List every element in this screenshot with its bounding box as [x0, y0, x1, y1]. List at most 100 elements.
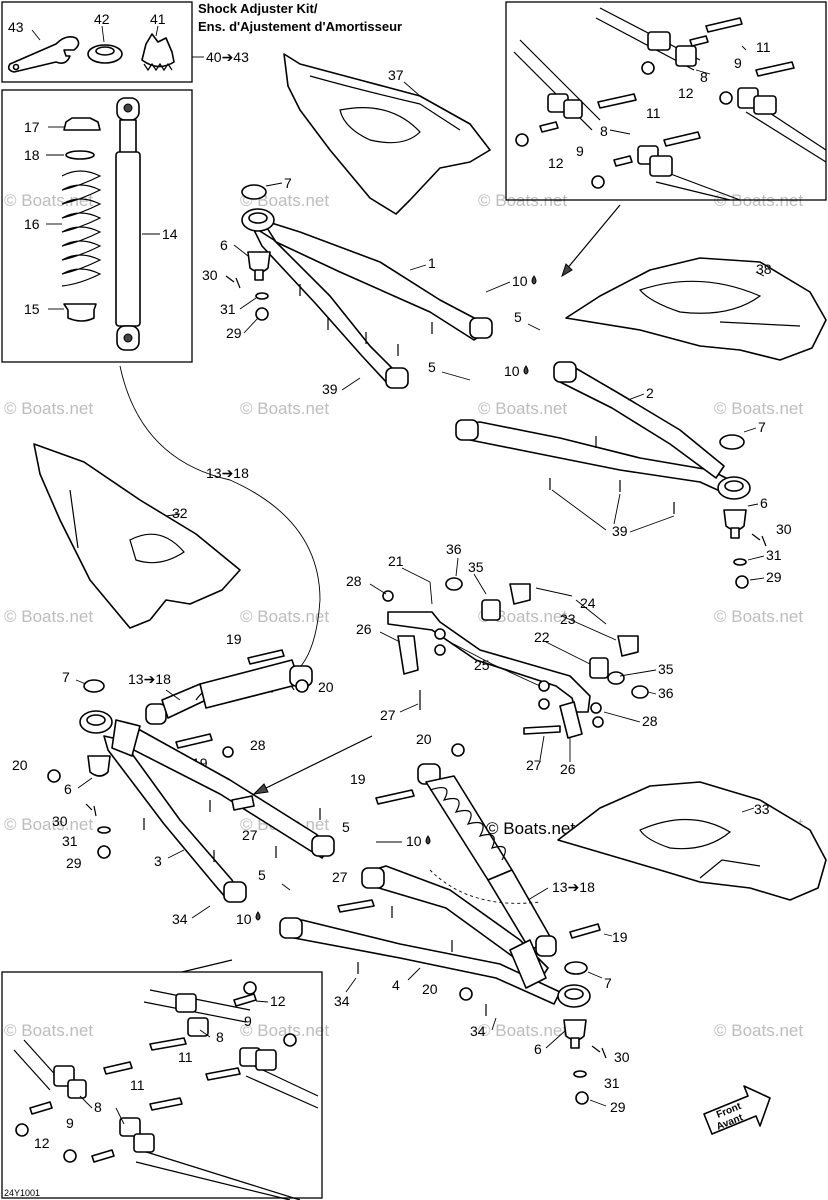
- cotter-pin: [225, 275, 241, 289]
- leader: [167, 849, 185, 859]
- arm-bushing: [133, 1133, 155, 1153]
- callout-18: 18: [24, 147, 40, 163]
- nut-12: [515, 133, 529, 147]
- arm-tube-rear: [555, 365, 725, 479]
- shock-eye: [535, 935, 557, 957]
- callout-36: 36: [446, 541, 462, 557]
- arm-bushing-end: [469, 317, 493, 339]
- leader: [589, 1099, 607, 1107]
- watermark: © Boats.net: [240, 399, 329, 418]
- kit-range-callout: 40➔43: [206, 49, 249, 65]
- protector-detail: [309, 75, 461, 144]
- callout-31: 31: [766, 547, 782, 563]
- a-arm-protector: [565, 257, 827, 361]
- arm-bushing-end: [455, 419, 479, 441]
- arm-bushing: [255, 1049, 277, 1071]
- callout-33: 33: [754, 801, 770, 817]
- callout-29: 29: [66, 855, 82, 871]
- callout-9: 9: [576, 143, 584, 159]
- arm-bushing: [175, 993, 197, 1013]
- callout-19: 19: [226, 631, 242, 647]
- leader: [199, 1029, 211, 1038]
- callout-7: 7: [62, 669, 70, 685]
- callout-30: 30: [614, 1049, 630, 1065]
- callout-5: 5: [514, 309, 522, 325]
- watermark: © Boats.net: [4, 1021, 93, 1040]
- shock-body: [161, 683, 207, 719]
- arm-gusset: [509, 939, 547, 989]
- nut-29: [97, 845, 111, 859]
- lubricant-icon: [425, 835, 431, 845]
- callout-11: 11: [130, 1077, 145, 1093]
- leader: [741, 45, 747, 51]
- protector-detail: [639, 818, 761, 879]
- nut-28: [222, 746, 234, 758]
- washer-31: [97, 826, 111, 834]
- callout-28: 28: [250, 737, 266, 753]
- nut-12: [641, 61, 655, 75]
- a-arm-protector: [557, 781, 827, 901]
- leader: [31, 29, 41, 41]
- callout-12: 12: [548, 155, 564, 171]
- a-arm-protector: [33, 443, 241, 629]
- callout-35: 35: [658, 661, 674, 677]
- upper-a-arm-left: 1: [241, 208, 493, 389]
- callout-9: 9: [244, 1013, 252, 1029]
- leader: [743, 427, 757, 433]
- callout-31: 31: [220, 301, 236, 317]
- shock-body: [115, 151, 141, 327]
- callout-20: 20: [318, 679, 334, 695]
- callout-34: 34: [334, 993, 350, 1009]
- callout-34: 34: [172, 911, 188, 927]
- leaders: [369, 557, 657, 762]
- callout-3: 3: [154, 853, 162, 869]
- leader: [341, 377, 361, 391]
- callout-5: 5: [258, 867, 266, 883]
- nut-12: [719, 91, 733, 105]
- leader: [407, 967, 421, 981]
- lubricant-icon: [255, 911, 261, 921]
- leader: [345, 977, 357, 993]
- shock-box: [1, 89, 193, 363]
- arm-tube: [513, 39, 601, 131]
- arm-bolts: [299, 284, 433, 356]
- nut-20: [47, 769, 61, 783]
- bushing-8: [67, 1079, 87, 1099]
- leader: [239, 297, 257, 310]
- leader: [551, 489, 675, 533]
- shock-rod: [119, 119, 137, 155]
- adjuster-cam: [141, 33, 175, 68]
- callout-25: 25: [474, 657, 490, 673]
- callout-8: 8: [216, 1029, 224, 1045]
- nut-29: [575, 1091, 589, 1105]
- bolt-11: [205, 1067, 241, 1081]
- spring-seat: [63, 303, 97, 322]
- callout-16: 16: [24, 216, 40, 232]
- ball-joint-bore: [86, 714, 106, 726]
- nut-35: [607, 671, 625, 685]
- leader: [77, 777, 93, 789]
- sleeve-9: [539, 121, 559, 133]
- nut-28: [590, 702, 602, 714]
- leader: [281, 883, 291, 891]
- arm-bushing-end: [361, 867, 385, 889]
- sway-bracket: [231, 795, 255, 811]
- nut-12: [63, 1149, 77, 1163]
- lower-a-arm-right: 27 4: [279, 865, 591, 1016]
- callout-4: 4: [392, 977, 400, 993]
- eye-bushing: [123, 333, 133, 343]
- bolt-11: [149, 1037, 187, 1051]
- leader: [587, 971, 603, 979]
- protector-32: 32: [33, 443, 241, 629]
- bushing-35: [589, 657, 609, 679]
- diagram-code: 24Y1001: [4, 1188, 40, 1198]
- protector-37: 37: [283, 53, 491, 215]
- adjuster-ring-bore: [95, 46, 115, 56]
- callout-2: 2: [646, 385, 654, 401]
- bushing-detail-bottom: 12 9 8 11 11 8 9 12: [1, 959, 323, 1200]
- callout-29: 29: [226, 325, 242, 341]
- leader: [609, 129, 631, 135]
- callout-26: 26: [356, 621, 372, 637]
- leader: [255, 1000, 269, 1003]
- sleeve-9: [613, 155, 633, 167]
